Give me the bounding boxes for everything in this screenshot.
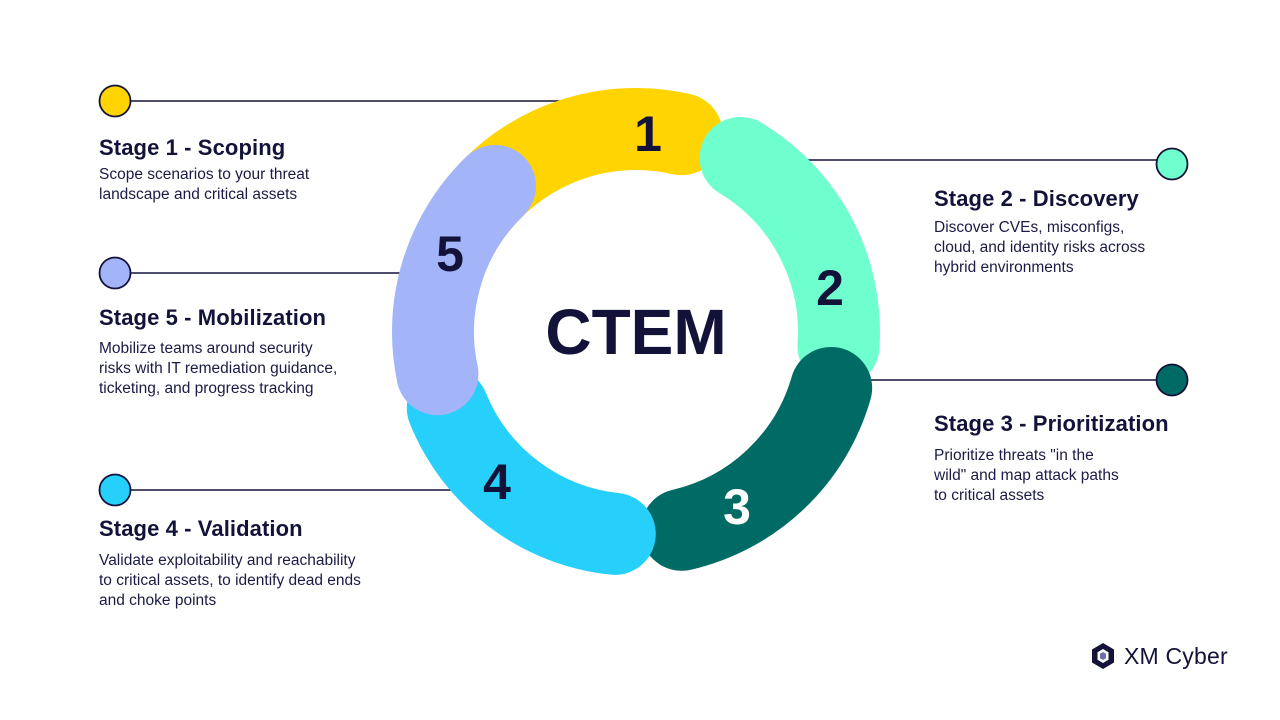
- xm-cyber-logo: XM Cyber: [1088, 641, 1228, 671]
- stage-5-description: Mobilize teams around security risks wit…: [99, 340, 338, 397]
- stage-5-dot: [98, 256, 132, 290]
- stage-2-title: Stage 2 - Discovery: [934, 186, 1139, 211]
- stage-1-description: Scope scenarios to your threat landscape…: [99, 166, 310, 203]
- stage-4-description: Validate exploitability and reachability…: [99, 552, 361, 609]
- stage-4-dot: [98, 473, 132, 507]
- stage-2-number: 2: [816, 260, 844, 316]
- stage-3-title: Stage 3 - Prioritization: [934, 411, 1169, 436]
- stage-4-title: Stage 4 - Validation: [99, 516, 303, 541]
- stage-1-title: Stage 1 - Scoping: [99, 135, 286, 160]
- stage-5-segment: [392, 144, 536, 416]
- xm-cyber-logo-icon: [1092, 643, 1114, 669]
- stage-2-dot: [1155, 147, 1189, 181]
- ctem-ring: [392, 88, 880, 575]
- stage-2-description: Discover CVEs, misconfigs, cloud, and id…: [934, 219, 1146, 276]
- ctem-center-label: CTEM: [545, 296, 726, 368]
- stage-1-number: 1: [634, 106, 662, 162]
- stage-5-number: 5: [436, 226, 464, 282]
- stage-3-dot: [1155, 363, 1189, 397]
- xm-cyber-logo-text: XM Cyber: [1124, 642, 1228, 669]
- stage-3-number: 3: [723, 479, 751, 535]
- stage-1-dot: [98, 84, 132, 118]
- stage-4-segment: [406, 367, 656, 575]
- stage-3-description: Prioritize threats "in the wild" and map…: [934, 447, 1119, 504]
- stage-3-segment: [640, 346, 873, 571]
- stage-5-title: Stage 5 - Mobilization: [99, 305, 327, 330]
- stage-4-number: 4: [483, 454, 511, 510]
- stage-2-segment: [699, 117, 880, 388]
